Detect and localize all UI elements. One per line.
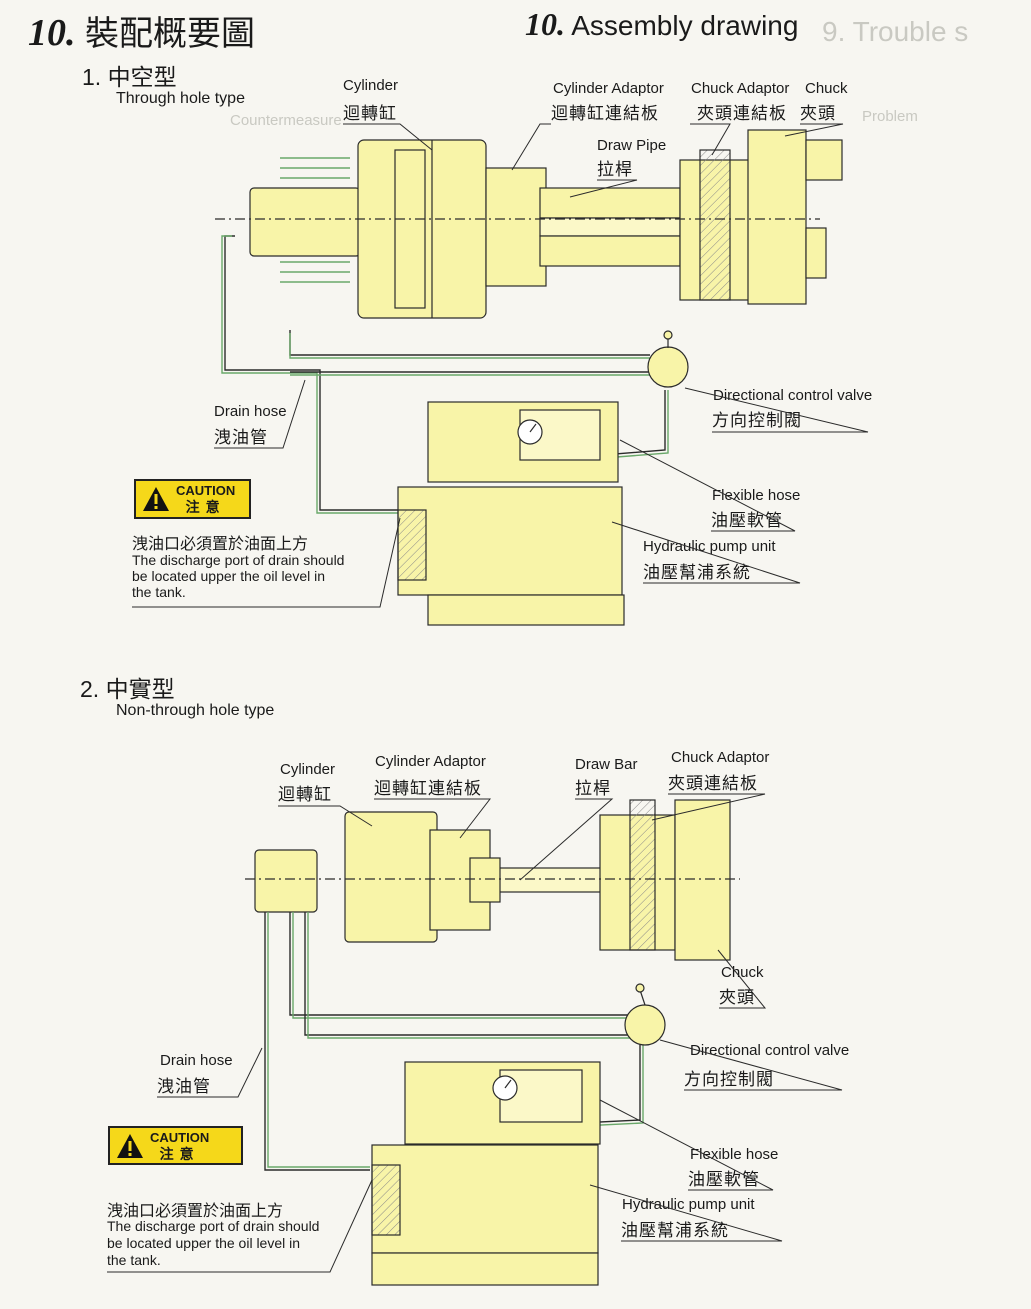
- s1-cyl-adaptor-label-en: Cylinder Adaptor: [553, 80, 664, 97]
- s2-caution-en: CAUTION: [150, 1129, 210, 1145]
- s2-pressure-gauge: [492, 1075, 518, 1101]
- s1-tank-label-en: Tank: [502, 532, 534, 549]
- s1-chuck-adaptor-label-en: Chuck Adaptor: [691, 80, 790, 97]
- section1-subtitle: Through hole type: [116, 90, 245, 107]
- s2-pump-unit: [404, 1061, 601, 1145]
- s1-draw-pipe: [539, 217, 681, 237]
- s1-cylinder-label-en: Cylinder: [343, 77, 399, 94]
- s2-chuck-adaptor: [629, 799, 656, 951]
- s2-chuck-adaptor-label-en: Chuck Adaptor: [671, 749, 770, 766]
- s1-caution-note-en-2: be located upper the oil level in: [132, 568, 326, 584]
- s2-tank-label-en: Tank: [476, 1192, 508, 1209]
- s1-chuck-body: [747, 129, 807, 305]
- title-number-en: 10.: [525, 6, 565, 42]
- s1-caution-note-en-1: The discharge port of drain should: [132, 552, 345, 568]
- s1-directional-valve: [647, 346, 689, 388]
- s1-cyl-adaptor-label-zh: 迴轉缸連結板: [551, 104, 659, 123]
- s1-spindle: [679, 159, 751, 301]
- s1-pressure-gauge: [517, 419, 543, 445]
- s1-flex-label-en: Flexible hose: [712, 487, 801, 504]
- s1-caution-en: CAUTION: [176, 483, 236, 498]
- s1-flex-label-zh: 油壓軟管: [711, 511, 783, 530]
- s2-cylinder-adaptor: [429, 829, 491, 931]
- page-title-en: 10. Assembly drawing: [525, 6, 798, 43]
- section2-title: 2. 中實型: [80, 676, 175, 702]
- title-text-zh: 裝配概要圖: [84, 15, 255, 53]
- s1-cylinder-body: [357, 139, 487, 319]
- s2-cylinder-label-zh: 迴轉缸: [278, 785, 332, 804]
- s2-caution-zh: 注意: [159, 1145, 200, 1162]
- s1-chuck-adaptor: [699, 149, 731, 301]
- s2-tank-label-zh: 油箱: [473, 1212, 509, 1231]
- s1-caution-badge: CAUTION 注意: [134, 479, 251, 519]
- s1-caution-note-en-3: the tank.: [132, 584, 186, 600]
- s1-chuck-label-en: Chuck: [805, 80, 848, 97]
- s2-cylinder-label-en: Cylinder: [280, 761, 336, 778]
- s1-caution-zh: 注意: [185, 499, 226, 515]
- warning-icon: [143, 487, 169, 511]
- s1-chuck-label-zh: 夾頭: [800, 104, 836, 123]
- s2-draw-bar: [484, 867, 606, 893]
- s1-draw-pipe-label-zh: 拉桿: [597, 160, 633, 179]
- s1-draw-pipe-label-en: Draw Pipe: [597, 137, 667, 154]
- s1-pump-label-en: Hydraulic pump unit: [643, 538, 776, 555]
- title-number-zh: 10.: [28, 12, 76, 54]
- s2-flex-label-zh: 油壓軟管: [688, 1170, 760, 1189]
- s2-flex-label-en: Flexible hose: [690, 1146, 779, 1163]
- s2-pump-label-en: Hydraulic pump unit: [622, 1196, 755, 1213]
- page-title-zh: 10. 裝配概要圖: [28, 6, 255, 55]
- s2-spindle: [599, 814, 676, 951]
- s1-pump-unit: [427, 401, 619, 483]
- s1-dcv-label-en: Directional control valve: [713, 387, 873, 404]
- s2-caution-badge: CAUTION 注意: [108, 1126, 243, 1165]
- s2-drain-label-zh: 洩油管: [157, 1077, 211, 1096]
- s2-draw-bar-label-en: Draw Bar: [575, 756, 638, 773]
- s2-caution-note-en-1: The discharge port of drain should: [107, 1218, 320, 1234]
- s2-cyl-adaptor-label-zh: 迴轉缸連結板: [374, 779, 482, 798]
- s2-chuck-label-en: Chuck: [721, 964, 764, 981]
- s1-drain-label-zh: 洩油管: [214, 428, 268, 447]
- s1-dcv-label-zh: 方向控制閥: [712, 411, 802, 430]
- bleed-through-counter: Countermeasure: [230, 112, 342, 129]
- bleed-through-problem: Problem: [862, 108, 918, 125]
- s2-drain-label-en: Drain hose: [160, 1052, 233, 1069]
- s2-chuck-body: [674, 799, 731, 961]
- bleed-through-heading: 9. Trouble s: [822, 16, 969, 47]
- s1-tank-label-zh: 油箱: [499, 551, 535, 570]
- warning-icon: [117, 1133, 143, 1158]
- s1-cylinder-adaptor: [485, 167, 547, 287]
- s2-dcv-label-zh: 方向控制閥: [684, 1070, 774, 1089]
- s2-dcv-label-en: Directional control valve: [690, 1042, 850, 1059]
- s1-cylinder-label-zh: 迴轉缸: [343, 104, 397, 123]
- s2-caution-note-en-2: be located upper the oil level in: [107, 1235, 301, 1251]
- s1-rotary-joint: [249, 187, 361, 257]
- s2-directional-valve: [624, 1004, 666, 1046]
- s2-caution-note-en-3: the tank.: [107, 1252, 161, 1268]
- section2-subtitle: Non-through hole type: [116, 702, 275, 719]
- s2-rotary-joint: [254, 849, 318, 913]
- s1-caution-note-zh: 洩油口必須置於油面上方: [132, 536, 309, 553]
- s2-pump-label-zh: 油壓幫浦系統: [621, 1221, 729, 1240]
- s2-cylinder-body: [344, 811, 438, 943]
- s2-draw-bar-label-zh: 拉桿: [575, 779, 611, 798]
- section1-title: 1. 中空型: [82, 64, 177, 90]
- title-text-en: Assembly drawing: [571, 10, 799, 41]
- s2-chuck-label-zh: 夾頭: [719, 988, 755, 1007]
- s2-cyl-adaptor-label-en: Cylinder Adaptor: [375, 753, 486, 770]
- s1-drain-label-en: Drain hose: [214, 403, 287, 420]
- s1-chuck-adaptor-label-zh: 夾頭連結板: [697, 104, 787, 123]
- s2-chuck-adaptor-label-zh: 夾頭連結板: [668, 774, 758, 793]
- s1-pump-label-zh: 油壓幫浦系統: [643, 563, 751, 582]
